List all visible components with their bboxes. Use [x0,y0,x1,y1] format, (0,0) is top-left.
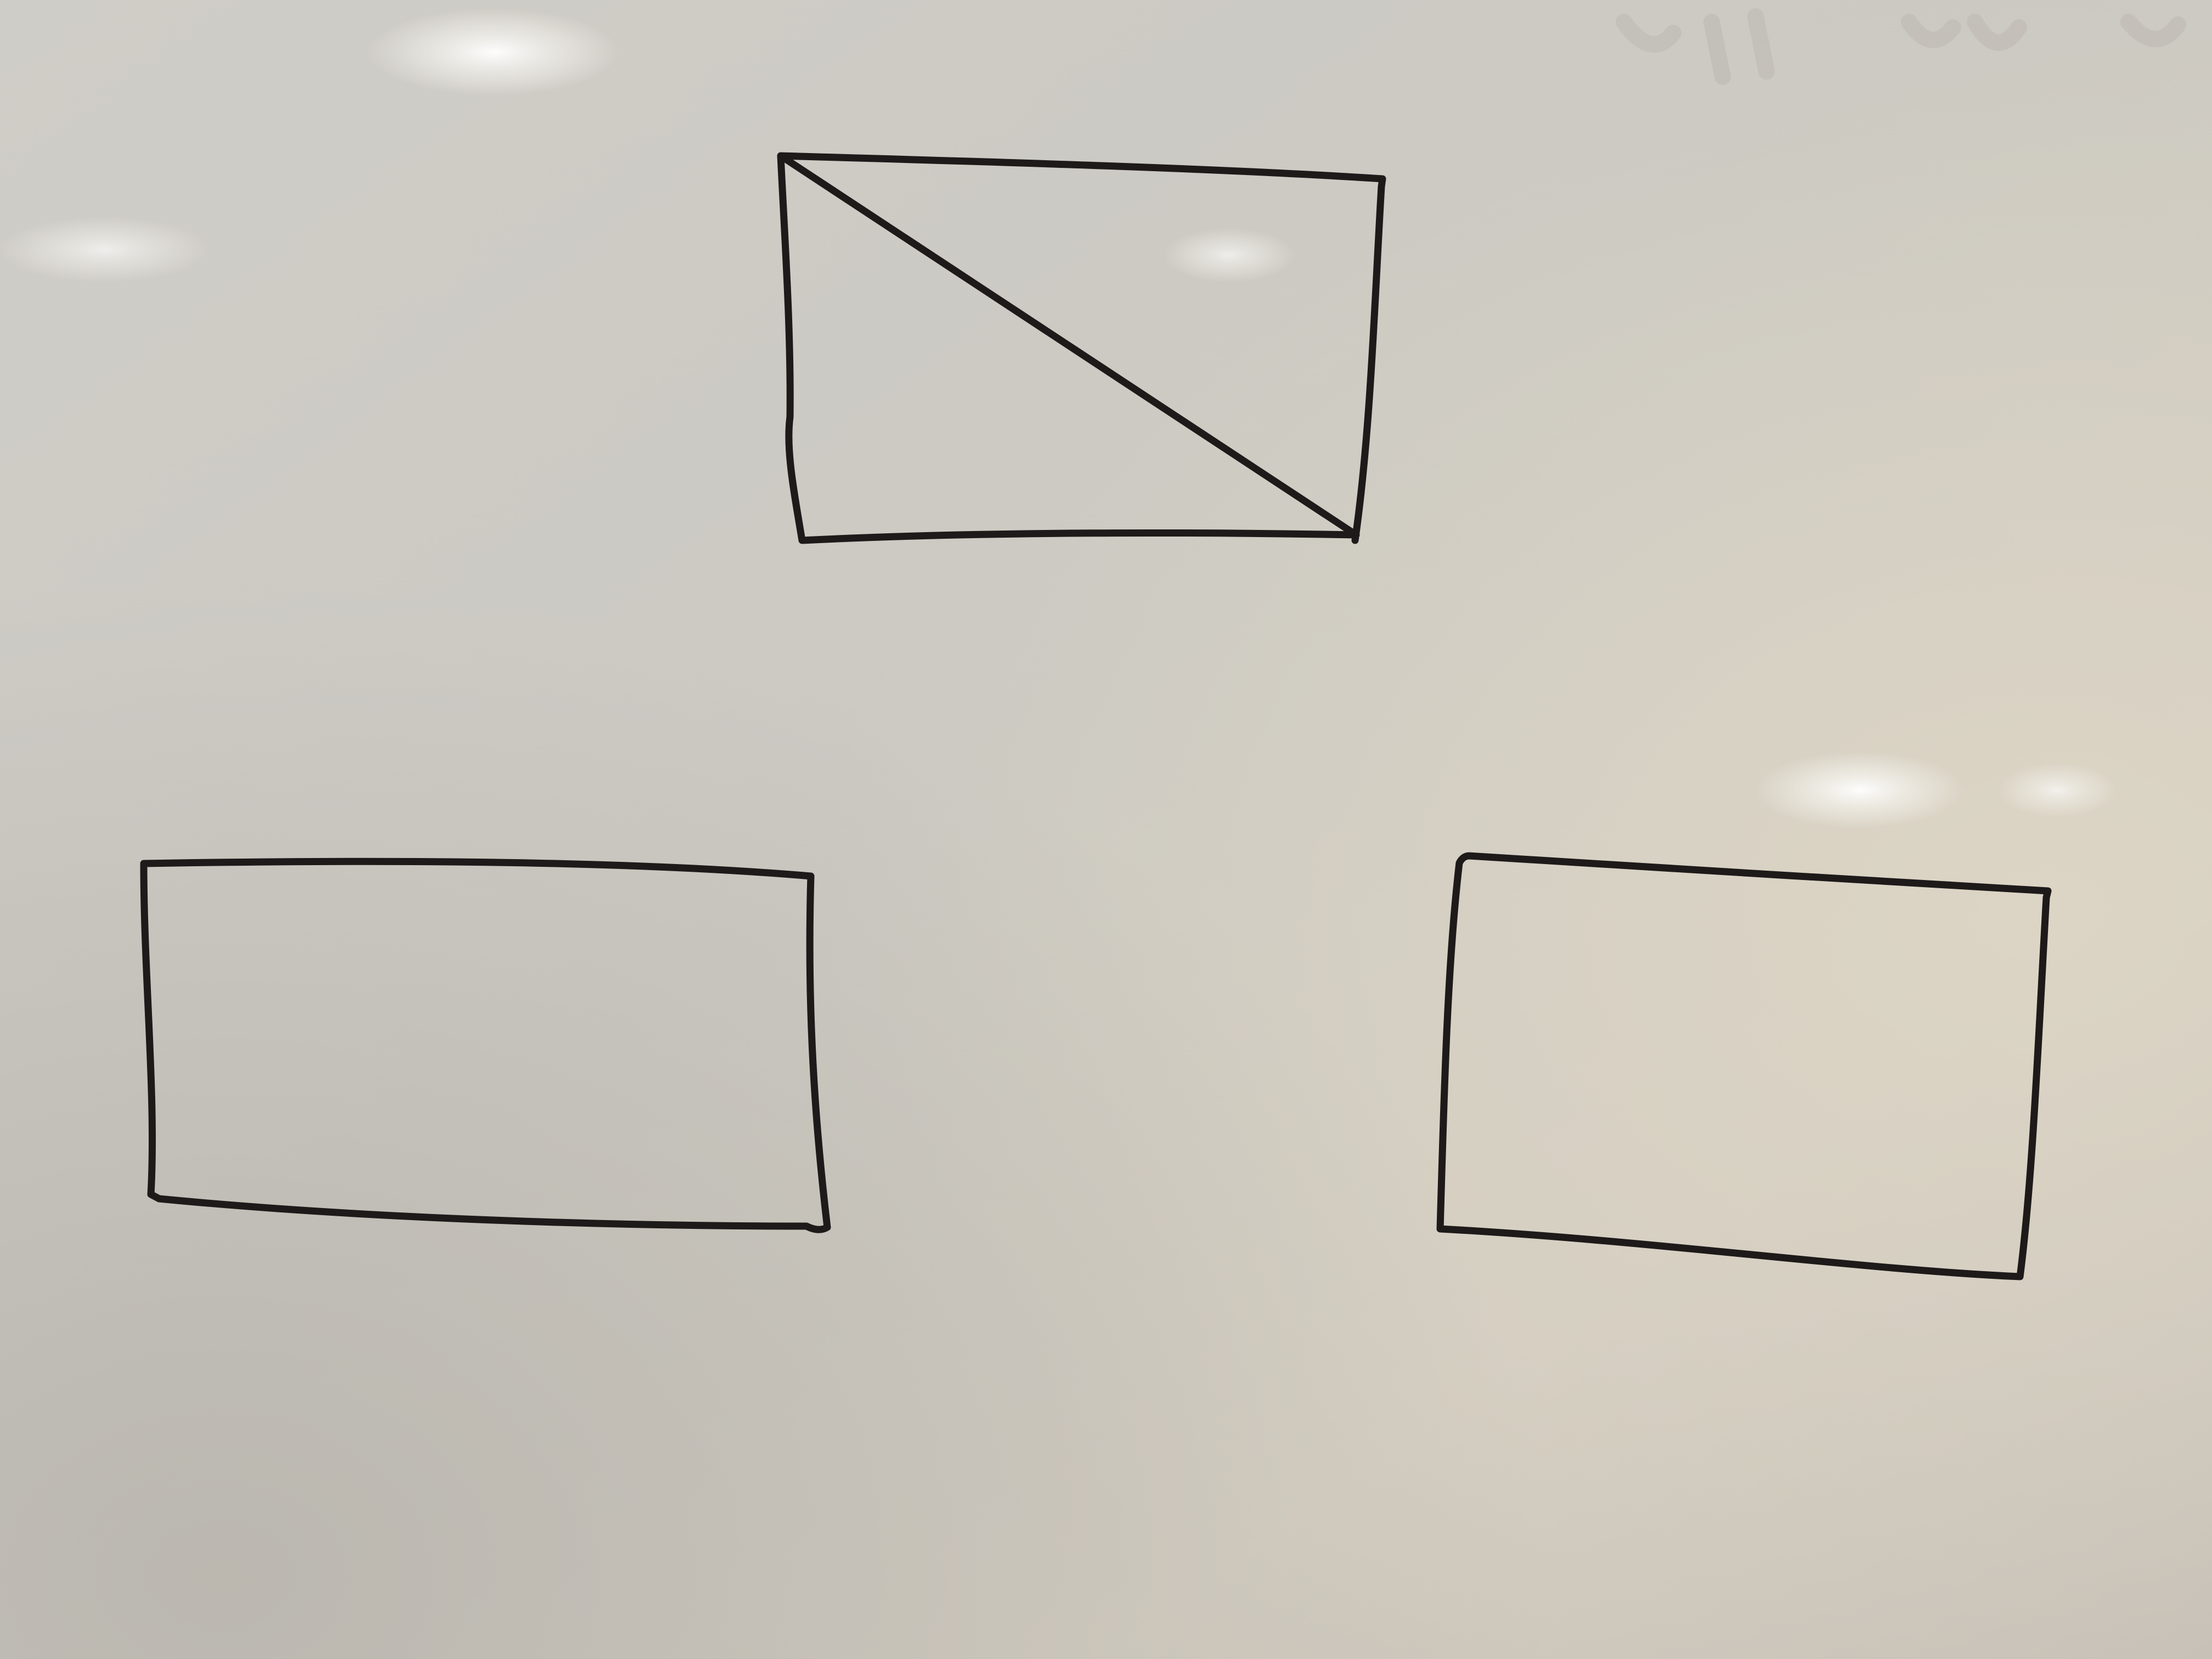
bottom-right-box [1436,852,2052,1280]
glare-top-left [368,8,620,96]
glare-far-right [1997,763,2118,817]
diagram-boxes [140,152,2052,1280]
glare-right [1756,752,1964,828]
erased-writing-ghost [1616,8,2186,85]
glare-box [1163,228,1295,283]
glare-left [0,217,208,283]
top-box [777,152,1386,544]
bottom-left-box [140,857,831,1233]
